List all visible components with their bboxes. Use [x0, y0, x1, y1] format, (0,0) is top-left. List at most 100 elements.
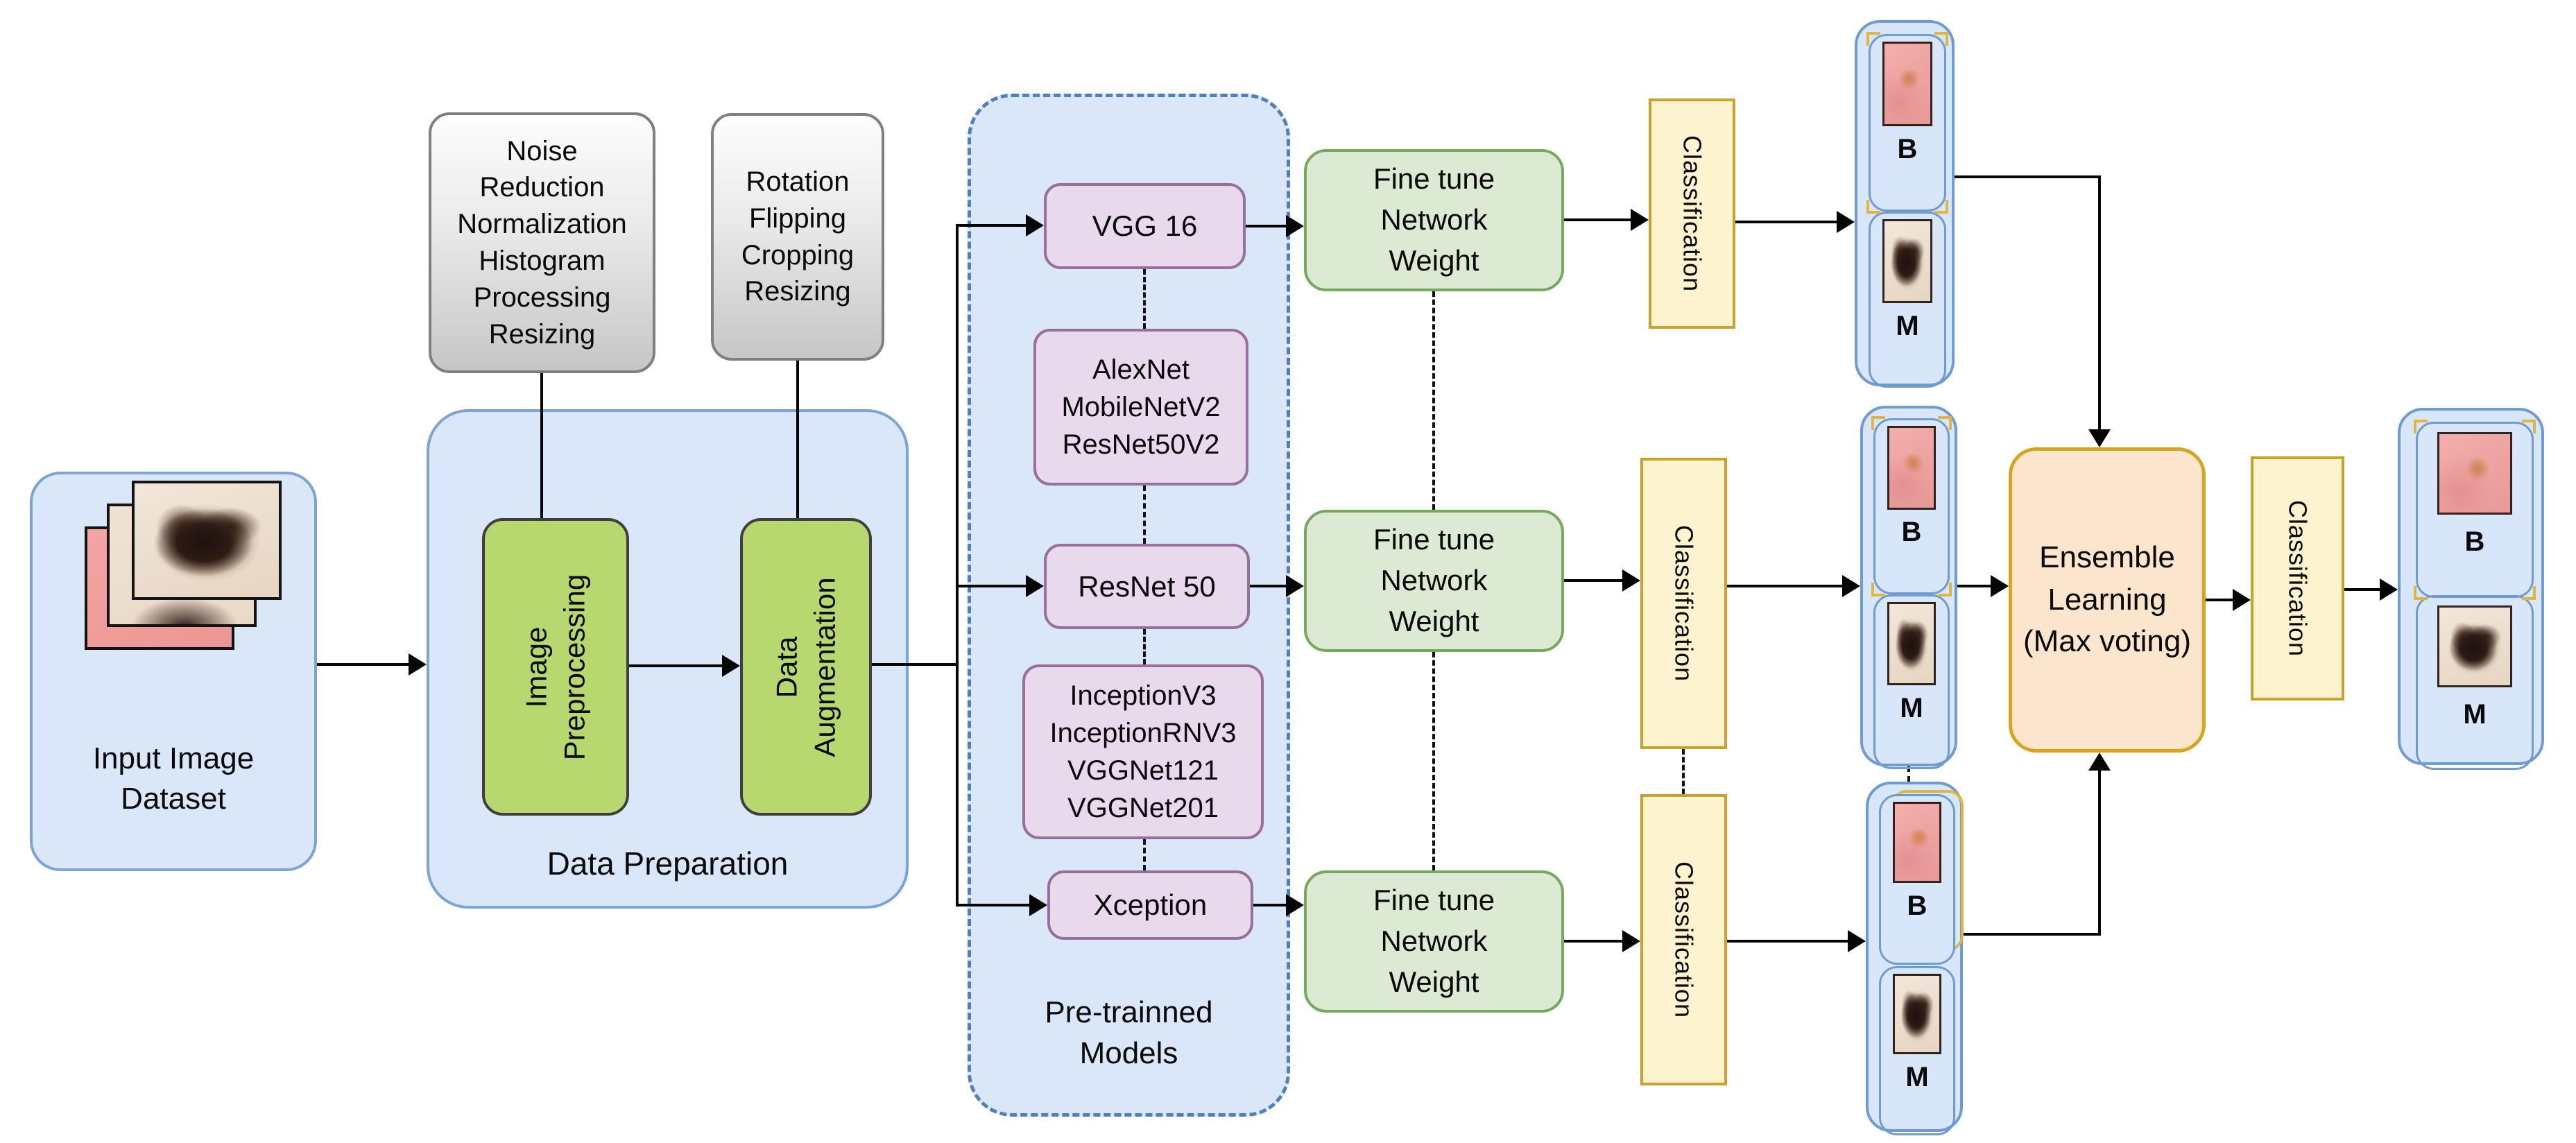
selection-corner-icon — [1871, 582, 1885, 596]
connector-card3-out — [1963, 933, 2101, 936]
connector-classification2-to-card2 — [1727, 585, 1842, 587]
connector-finetune3-to-classification3 — [1564, 940, 1622, 943]
input-dataset-label: Input Image Dataset — [92, 741, 255, 816]
result-card-1: B M — [1855, 20, 1955, 388]
selection-corner-icon — [2414, 420, 2428, 433]
benign-label: B — [2464, 526, 2485, 557]
image-preprocessing-box: Image Preprocessing — [482, 518, 629, 816]
model-vgg16: VGG 16 — [1044, 183, 1246, 269]
arrowhead-card3-to-ensemble — [2088, 753, 2111, 771]
dashed-inception-to-xception — [1143, 839, 1146, 870]
connector-vgg16-to-finetune — [1246, 225, 1286, 227]
selection-corner-icon — [2522, 420, 2536, 433]
arrowhead-branch-to-xception — [1029, 894, 1047, 916]
connector-card1-down — [2098, 175, 2101, 429]
pretrained-models-label: Pre-trainned Models — [1045, 995, 1213, 1071]
final-result-card: B M — [2398, 408, 2544, 771]
connector-preparation-to-branch — [872, 663, 959, 666]
model-resnet50: ResNet 50 — [1044, 544, 1250, 629]
arrowhead-input-to-preparation — [409, 653, 427, 676]
malignant-sample-image — [1892, 973, 1942, 1055]
selection-corner-icon — [1934, 32, 1948, 46]
benign-tile: B — [1871, 416, 1952, 596]
classification-box-2: Classification — [1640, 458, 1727, 749]
dashed-card2-to-card3 — [1907, 766, 1910, 782]
selection-corner-icon — [1938, 582, 1952, 596]
benign-label: B — [1897, 133, 1918, 164]
malignant-label: M — [1905, 1061, 1929, 1092]
benign-sample-image — [1887, 425, 1937, 510]
selection-corner-icon — [2522, 586, 2536, 601]
connector-resnet50-to-finetune — [1250, 585, 1286, 587]
dashed-finetune1-to-finetune2 — [1432, 291, 1435, 510]
connector-branch-to-xception — [956, 904, 1029, 906]
dashed-alexnet-to-resnet50 — [1143, 485, 1146, 544]
selection-corner-icon — [1934, 200, 1948, 214]
connector-card2-to-ensemble — [1957, 585, 1991, 587]
arrowhead-finetune2-to-classification2 — [1622, 569, 1640, 592]
augmentation-ops-box: Rotation Flipping Cropping Resizing — [711, 113, 884, 361]
data-preparation-label: Data Preparation — [547, 845, 789, 882]
dashed-finetune2-to-finetune3 — [1432, 652, 1435, 870]
malignant-tile: M — [1879, 966, 1955, 1135]
arrowhead-finetune1-to-classification1 — [1631, 209, 1649, 231]
benign-sample-image — [2437, 432, 2512, 515]
preprocessing-ops-box: Noise Reduction Normalization Histogram … — [429, 112, 655, 373]
arrowhead-ensemble-to-classification4 — [2233, 589, 2251, 611]
connector-ensemble-to-classification4 — [2206, 599, 2233, 601]
selection-corner-icon — [1871, 416, 1885, 430]
benign-sample-image — [1892, 801, 1942, 884]
arrowhead-preprocessing-to-augmentation — [722, 655, 740, 677]
image-preprocessing-label: Image Preprocessing — [520, 574, 590, 760]
arrowhead-classification3-to-card3 — [1848, 930, 1866, 952]
benign-label: B — [1907, 890, 1927, 921]
model-group-alexnet: AlexNet MobileNetV2 ResNet50V2 — [1033, 329, 1248, 485]
classification-box-4: Classification — [2251, 456, 2344, 701]
branch-trunk-line — [956, 224, 959, 906]
connector-preprocessing-to-augmentation — [629, 664, 722, 667]
input-sample-image-front — [132, 481, 282, 600]
malignant-label: M — [1900, 692, 1923, 723]
malignant-sample-image — [1882, 219, 1932, 304]
arrowhead-card2-to-ensemble — [1991, 575, 2009, 597]
malignant-label: M — [1896, 310, 1919, 341]
arrowhead-branch-to-resnet50 — [1026, 575, 1044, 597]
result-card-3: B M — [1866, 782, 1964, 1135]
arrowhead-classification4-to-final-card — [2380, 578, 2398, 601]
dashed-classification2-to-classification3 — [1682, 749, 1685, 794]
connector-classification4-to-final-card — [2344, 588, 2380, 591]
fine-tune-box-3: Fine tune Network Weight — [1304, 870, 1564, 1013]
benign-sample-image — [1882, 42, 1932, 127]
model-group-inception: InceptionV3 InceptionRNV3 VGGNet121 VGGN… — [1022, 664, 1264, 839]
benign-label: B — [1901, 517, 1922, 548]
benign-tile: B — [2414, 420, 2536, 601]
dashed-vgg16-to-alexnet — [1143, 269, 1146, 329]
benign-tile: B — [1879, 794, 1955, 965]
connector-branch-to-vgg16 — [956, 224, 1026, 227]
connector-classification3-to-card3 — [1727, 940, 1848, 943]
result-card-2: B M — [1860, 406, 1957, 769]
arrowhead-classification2-to-card2 — [1842, 575, 1860, 597]
ensemble-learning-box: Ensemble Learning (Max voting) — [2009, 447, 2206, 753]
arrowhead-branch-to-vgg16 — [1026, 214, 1044, 237]
arrowhead-vgg16-to-finetune — [1286, 215, 1304, 237]
connector-input-to-preparation — [317, 663, 409, 666]
data-augmentation-label: Data Augmentation — [770, 576, 841, 757]
connector-card3-up — [2098, 771, 2101, 936]
connector-branch-to-resnet50 — [956, 585, 1026, 587]
connector-card1-out — [1955, 175, 2101, 178]
selection-corner-icon — [1938, 416, 1952, 430]
malignant-sample-image — [1887, 601, 1937, 686]
malignant-tile: M — [2416, 595, 2534, 771]
arrowhead-finetune3-to-classification3 — [1622, 930, 1640, 952]
malignant-label: M — [2463, 698, 2487, 730]
fine-tune-box-2: Fine tune Network Weight — [1304, 510, 1564, 652]
classification-box-3: Classification — [1640, 794, 1727, 1085]
selection-corner-icon — [1866, 200, 1880, 214]
arrowhead-resnet50-to-finetune — [1286, 575, 1304, 597]
selection-corner-icon — [2414, 586, 2428, 601]
arrowhead-classification1-to-card1 — [1837, 211, 1855, 233]
dashed-resnet50-to-inception — [1143, 629, 1146, 664]
connector-preprocessing-ops — [540, 373, 543, 520]
